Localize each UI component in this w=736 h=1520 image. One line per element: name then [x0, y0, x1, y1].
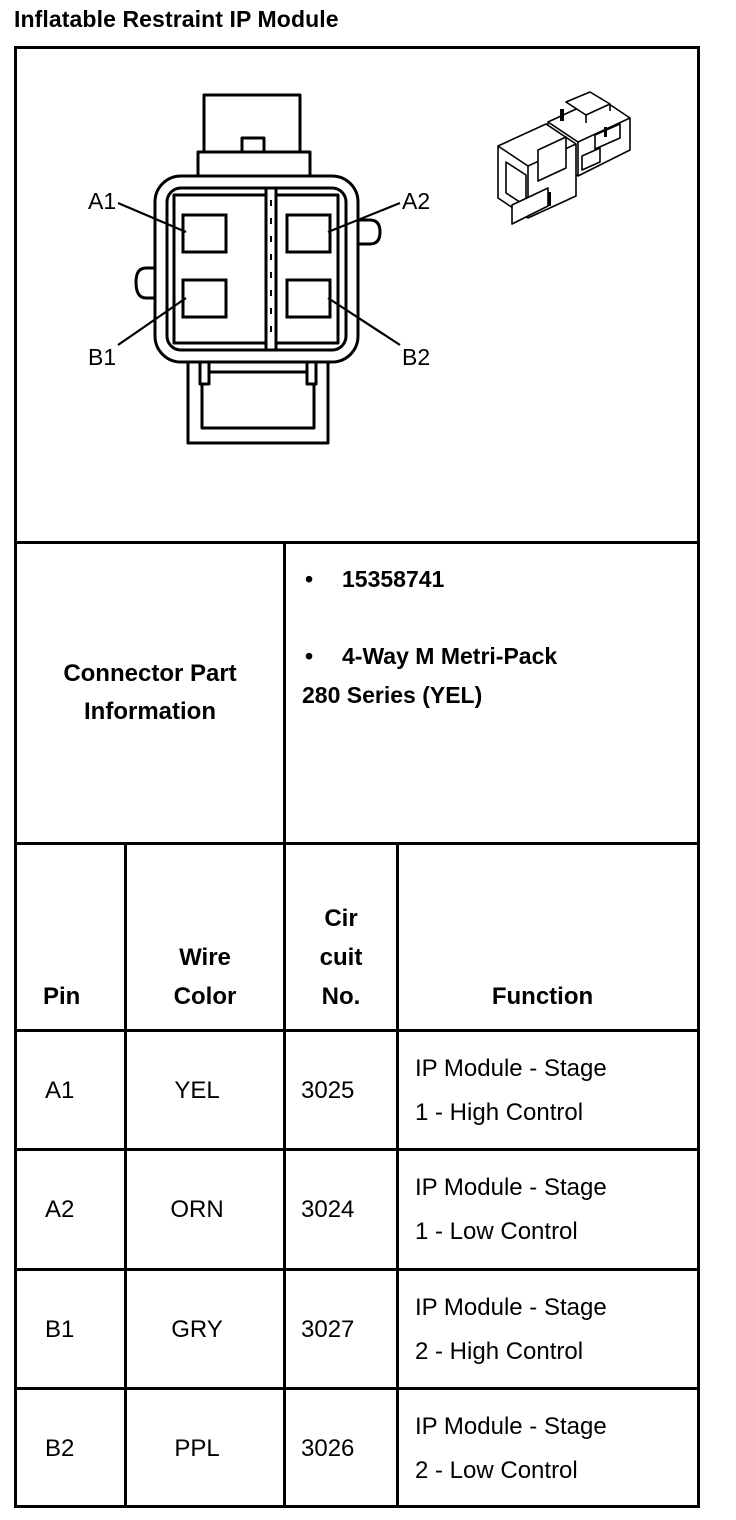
pin-label-a2: A2 [402, 188, 430, 214]
divider-part-info-column [283, 541, 286, 845]
table-row-color: PPL [174, 1435, 220, 1462]
divider-row-b1 [14, 1387, 700, 1390]
table-row-circuit: 3024 [301, 1196, 355, 1223]
connector-part-info-label-line1: Connector Part [63, 660, 237, 687]
connector-description-line1: 4-Way M Metri-Pack [342, 643, 558, 669]
connector-part-info-label-line2: Information [84, 698, 216, 725]
header-function: Function [491, 983, 594, 1010]
header-wire-color: Wire Color [173, 944, 237, 1010]
connector-face-diagram: A1 A2 B1 B2 [88, 93, 430, 445]
table-row-pin: A2 [45, 1196, 75, 1223]
table-row-color: YEL [174, 1077, 220, 1104]
table-row-function: IP Module - Stage 1 - High Control [415, 1055, 607, 1126]
pin-label-a1: A1 [88, 188, 116, 214]
table-row-color: ORN [170, 1196, 224, 1223]
divider-col-pin [124, 842, 127, 1508]
header-circuit-number: Cir cuit No. [319, 905, 363, 1010]
divider-row-a1 [14, 1148, 700, 1151]
divider-row-a2 [14, 1268, 700, 1271]
connector-part-number: 15358741 [342, 566, 445, 592]
connector-part-info-label: Connector Part Information [17, 544, 283, 842]
table-row-pin: B2 [45, 1435, 75, 1462]
table-row-pin: B1 [45, 1316, 75, 1343]
pin-a1-terminal [181, 213, 228, 254]
table-row-pin: A1 [45, 1077, 75, 1104]
table-row-color: GRY [171, 1316, 223, 1343]
bullet-part-number: • [305, 566, 314, 592]
pin-label-b1: B1 [88, 344, 116, 370]
pin-b2-terminal [285, 278, 332, 319]
table-row-function: IP Module - Stage 2 - High Control [415, 1294, 607, 1365]
connector-isometric-diagram [497, 91, 631, 225]
table-row-circuit: 3025 [301, 1077, 355, 1104]
divider-col-circuit [396, 842, 399, 1508]
table-row-circuit: 3027 [301, 1316, 355, 1343]
divider-col-color [283, 842, 286, 1508]
divider-part-info [14, 842, 700, 845]
table-row-function: IP Module - Stage 2 - Low Control [415, 1413, 607, 1484]
divider-diagram [14, 541, 700, 544]
page-title: Inflatable Restraint IP Module [14, 6, 339, 32]
header-pin: Pin [43, 983, 81, 1010]
table-row-function: IP Module - Stage 1 - Low Control [415, 1174, 607, 1245]
table-row-circuit: 3026 [301, 1435, 355, 1462]
pin-b1-terminal [181, 278, 228, 319]
bullet-description: • [305, 643, 314, 669]
connector-description-line2: 280 Series (YEL) [302, 682, 483, 708]
pin-a2-terminal [285, 213, 332, 254]
divider-header [14, 1029, 700, 1032]
connector-info-frame [14, 46, 700, 1508]
pin-label-b2: B2 [402, 344, 430, 370]
